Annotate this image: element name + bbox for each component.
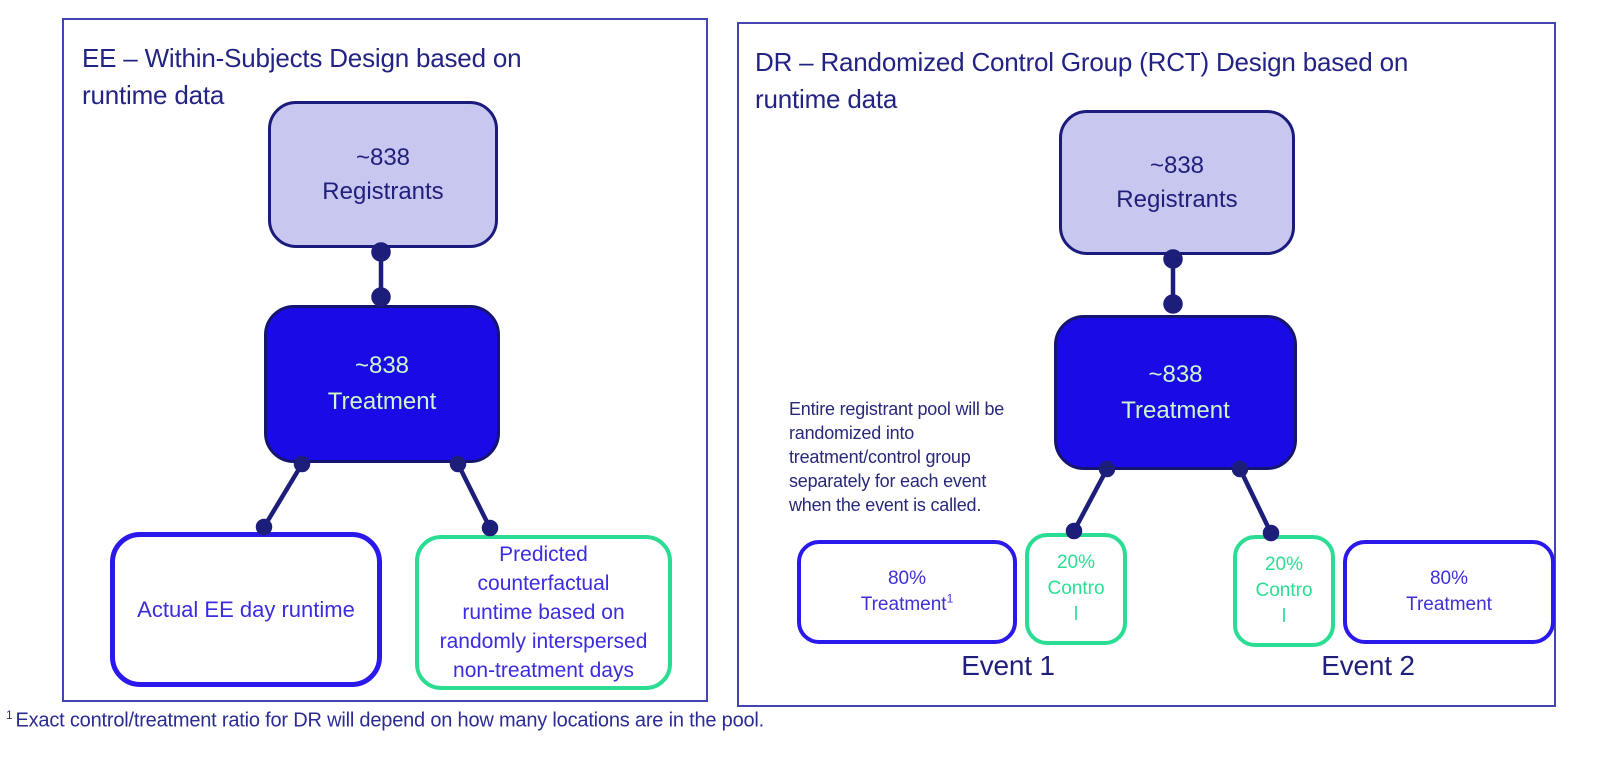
event1-label: Event 1 [961, 650, 1055, 681]
ee-title-line-2: runtime data [82, 80, 225, 110]
dr-title-line-1: DR – Randomized Control Group (RCT) Desi… [755, 47, 1409, 77]
event2-control-pct: 20% [1264, 554, 1304, 575]
note-line-4: separately for each event [789, 471, 987, 491]
footnote-superscript: 1 [6, 708, 13, 722]
ee-actual-runtime-label: Actual EE day runtime [137, 597, 355, 622]
event1-treatment-label: Treatment1 [861, 592, 954, 618]
predicted-line-3: runtime based on [462, 601, 625, 624]
ee-treatment-count: ~838 [354, 352, 410, 379]
event1-control-box: 20% Contro l [1025, 533, 1127, 645]
dr-panel-title: DR – Randomized Control Group (RCT) Desi… [755, 44, 1408, 118]
event1-control-word-1: Contro [1047, 578, 1105, 599]
ee-registrants-label: Registrants [322, 177, 444, 205]
event2-treatment-pct: 80% [1429, 568, 1469, 589]
note-line-1: Entire registrant pool will be [789, 399, 1005, 419]
ee-panel: EE – Within-Subjects Design based on run… [62, 18, 708, 702]
dr-registrants-box: ~838 Registrants [1059, 110, 1295, 255]
ee-treatment-label: Treatment [327, 388, 437, 415]
dr-registrants-label: Registrants [1116, 185, 1238, 213]
event2-control-word-2: l [1281, 606, 1287, 627]
event2-treatment-label: Treatment [1406, 594, 1492, 615]
ee-panel-title: EE – Within-Subjects Design based on run… [82, 40, 522, 114]
ee-actual-runtime-box: Actual EE day runtime [110, 532, 382, 687]
event1-treatment-box: 80% Treatment1 [797, 540, 1017, 644]
event2-control-box: 20% Contro l [1233, 535, 1335, 647]
dr-panel: DR – Randomized Control Group (RCT) Desi… [737, 22, 1556, 707]
ee-title-line-1: EE – Within-Subjects Design based on [82, 43, 522, 73]
dr-treatment-label: Treatment [1121, 396, 1230, 424]
event2-control-word-1: Contro [1255, 580, 1313, 601]
dr-treatment-box: ~838 Treatment [1054, 315, 1297, 470]
dr-title-line-2: runtime data [755, 84, 898, 114]
predicted-line-5: non-treatment days [453, 659, 634, 682]
dr-treatment-count: ~838 [1148, 360, 1203, 388]
footnote-text: Exact control/treatment ratio for DR wil… [15, 709, 765, 732]
note-line-2: randomized into [789, 423, 915, 443]
predicted-line-1: Predicted [499, 543, 588, 566]
note-line-5: when the event is called. [789, 495, 982, 515]
predicted-line-4: randomly interspersed [439, 630, 648, 653]
ee-predicted-counterfactual-box: Predicted counterfactual runtime based o… [415, 535, 672, 690]
ee-registrants-count: ~838 [355, 143, 411, 171]
note-line-3: treatment/control group [789, 447, 971, 467]
event1-treatment-superscript: 1 [946, 591, 954, 606]
dr-randomization-note: Entire registrant pool will be randomize… [789, 397, 1004, 517]
dr-registrants-count: ~838 [1149, 151, 1205, 179]
event2-label: Event 2 [1321, 650, 1415, 681]
event1-treatment-pct: 80% [887, 568, 927, 589]
ee-treatment-box: ~838 Treatment [264, 305, 500, 463]
event1-control-word-2: l [1073, 604, 1079, 625]
event2-treatment-box: 80% Treatment [1343, 540, 1555, 644]
ee-registrants-box: ~838 Registrants [268, 101, 498, 248]
event1-treatment-word: Treatment [860, 594, 947, 615]
event1-control-pct: 20% [1056, 552, 1096, 573]
predicted-line-2: counterfactual [477, 572, 610, 595]
